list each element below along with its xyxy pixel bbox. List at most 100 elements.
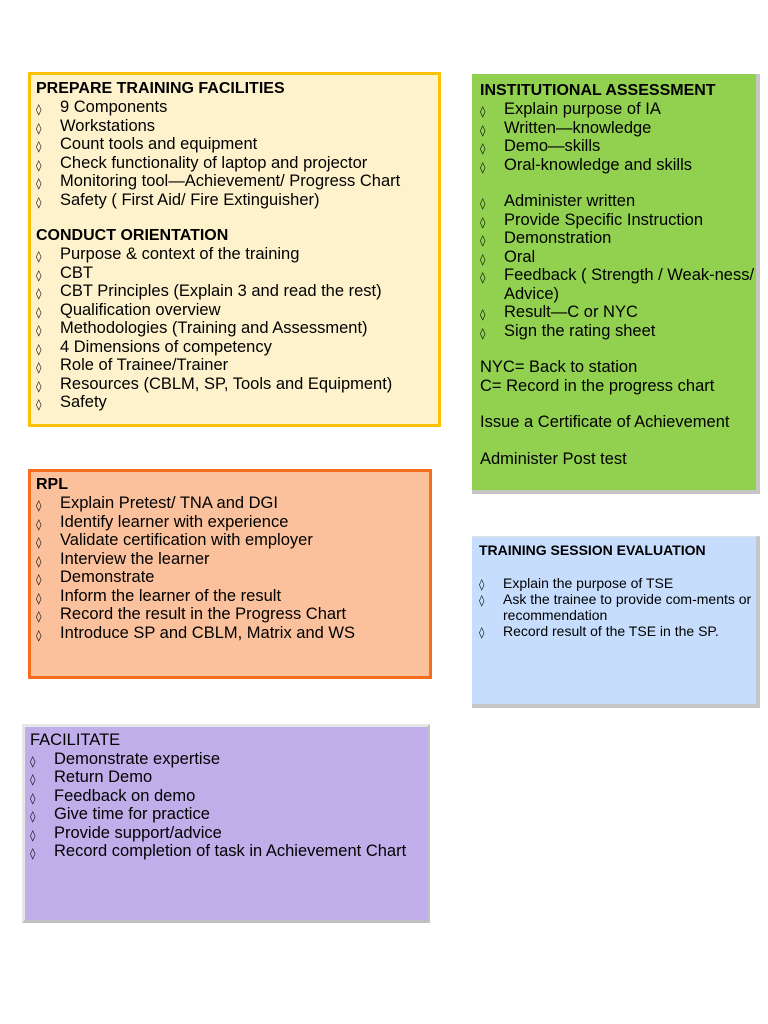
list-item-text: Give time for practice <box>54 805 210 823</box>
facilitate-list: ◊Demonstrate expertise◊Return Demo◊Feedb… <box>30 750 427 861</box>
list-item-text: Check functionality of laptop and projec… <box>60 153 368 172</box>
diamond-bullet-icon: ◊ <box>480 234 486 247</box>
diamond-bullet-icon: ◊ <box>30 810 36 823</box>
list-item: ◊ 4 Dimensions of competency <box>36 338 438 357</box>
list-item: ◊Demonstrate <box>36 568 429 587</box>
list-item: ◊ Provide support/advice <box>30 824 427 843</box>
list-item-text: Demo—skills <box>504 137 601 155</box>
diamond-bullet-icon: ◊ <box>480 142 486 155</box>
list-item: ◊Purpose & context of the training <box>36 245 438 264</box>
post-test-line: Administer Post test <box>480 449 627 468</box>
list-item-text: Monitoring tool—Achievement/ Progress Ch… <box>60 172 401 190</box>
certificate-line: Issue a Certificate of Achievement <box>480 413 730 431</box>
diamond-bullet-icon: ◊ <box>36 379 42 393</box>
list-item-text: Interview the learner <box>60 549 210 568</box>
diamond-bullet-icon: ◊ <box>36 591 42 605</box>
institutional-list-a: ◊Explain purpose of IA◊Written—knowledge… <box>480 100 756 174</box>
diamond-bullet-icon: ◊ <box>36 121 42 135</box>
list-item: ◊Feedback ( Strength / Weak-ness/ Advice… <box>480 266 756 303</box>
list-item-text: Count tools and equipment <box>60 135 258 153</box>
list-item-text: Provide support/advice <box>54 823 222 842</box>
list-item-text: Demonstrate <box>60 568 155 586</box>
list-item-text: Ask the trainee to provide com-ments or … <box>503 591 752 623</box>
diamond-bullet-icon: ◊ <box>479 626 485 639</box>
list-item-text: Resources (CBLM, SP, Tools and Equipment… <box>60 374 393 393</box>
prepare-orientation-box: PREPARE TRAINING FACILITIES ◊ 9 Component… <box>28 72 441 427</box>
list-item: ◊ Validate certification with employer <box>36 531 429 550</box>
tse-title: TRAINING SESSION EVALUATION <box>479 542 706 558</box>
list-item-text: Identify learner with experience <box>60 512 289 531</box>
list-item: ◊ Give time for practice <box>30 805 427 824</box>
diamond-bullet-icon: ◊ <box>36 499 42 512</box>
list-item-text: Demonstration <box>504 229 612 247</box>
diamond-bullet-icon: ◊ <box>36 195 42 209</box>
institutional-list-b: ◊Administer written◊Provide Specific Ins… <box>480 192 756 340</box>
list-item: ◊Introduce SP and CBLM, Matrix and WS <box>36 624 429 643</box>
diamond-bullet-icon: ◊ <box>480 197 486 210</box>
diamond-bullet-icon: ◊ <box>480 215 486 229</box>
list-item-text: Workstations <box>60 116 156 135</box>
list-item-text: Safety ( First Aid/ Fire Extinguisher) <box>60 190 320 209</box>
diamond-bullet-icon: ◊ <box>36 536 42 549</box>
c-line: C= Record in the progress chart <box>480 376 715 395</box>
list-item: ◊ Result—C or NYC <box>480 303 756 322</box>
list-item-text: Validate certification with employer <box>60 531 313 549</box>
diamond-bullet-icon: ◊ <box>479 594 485 607</box>
diamond-bullet-icon: ◊ <box>36 342 42 356</box>
diamond-bullet-icon: ◊ <box>36 517 42 531</box>
list-item-text: Feedback on demo <box>54 786 196 805</box>
diamond-bullet-icon: ◊ <box>30 828 36 842</box>
list-item: ◊Safety <box>36 393 438 412</box>
orientation-title: CONDUCT ORIENTATION <box>36 227 229 244</box>
facilitate-title: FACILITATE <box>30 731 121 749</box>
diamond-bullet-icon: ◊ <box>36 554 42 568</box>
list-item: ◊ Workstations <box>36 117 438 136</box>
list-item: ◊Monitoring tool—Achievement/ Progress C… <box>36 172 438 191</box>
prepare-title: PREPARE TRAINING FACILITIES <box>36 80 285 97</box>
diamond-bullet-icon: ◊ <box>30 754 36 768</box>
list-item: ◊ Demonstrate expertise <box>30 750 427 769</box>
list-item-text: Demonstrate expertise <box>54 749 220 768</box>
list-item: ◊ Administer written <box>480 192 756 211</box>
list-item-text: Record completion of task in Achievement… <box>54 842 407 860</box>
diamond-bullet-icon: ◊ <box>480 252 486 266</box>
list-item: ◊ Demo—skills <box>480 137 756 156</box>
list-item-text: Explain purpose of IA <box>504 100 661 118</box>
list-item: ◊ Role of Trainee/Trainer <box>36 356 438 375</box>
list-item: ◊ Identify learner with experience <box>36 513 429 532</box>
list-item: ◊ Sign the rating sheet <box>480 322 756 341</box>
diamond-bullet-icon: ◊ <box>36 140 42 153</box>
diamond-bullet-icon: ◊ <box>480 123 486 137</box>
diamond-bullet-icon: ◊ <box>480 326 486 340</box>
diamond-bullet-icon: ◊ <box>36 628 42 642</box>
list-item-text: Role of Trainee/Trainer <box>60 356 229 374</box>
rpl-box: RPL ◊Explain Pretest/ TNA and DGI◊Identi… <box>28 469 432 679</box>
diamond-bullet-icon: ◊ <box>36 305 42 319</box>
list-item-text: Record result of the TSE in the SP. <box>503 623 719 639</box>
facilitate-box: FACILITATE ◊ Demonstrate expertise◊Return… <box>22 724 430 923</box>
diamond-bullet-icon: ◊ <box>36 324 42 337</box>
list-item: ◊Record the result in the Progress Chart <box>36 605 429 624</box>
list-item-text: Explain the purpose of TSE <box>503 575 674 591</box>
institutional-title: INSTITUTIONAL ASSESSMENT <box>480 82 716 99</box>
list-item-text: Purpose & context of the training <box>60 245 300 263</box>
tse-list: ◊ Explain the purpose of TSE ◊ Ask the trai… <box>479 575 756 639</box>
list-item: ◊Return Demo <box>30 768 427 787</box>
nyc-line: NYC= Back to station <box>480 358 638 376</box>
list-item-text: 4 Dimensions of competency <box>60 337 272 356</box>
list-item-text: 9 Components <box>60 98 168 116</box>
diamond-bullet-icon: ◊ <box>36 361 42 374</box>
list-item-text: Written—knowledge <box>504 118 652 137</box>
list-item-text: Result—C or NYC <box>504 303 638 321</box>
list-item-text: CBT <box>60 263 93 282</box>
list-item: ◊CBT <box>36 264 438 283</box>
list-item-text: Sign the rating sheet <box>504 321 656 340</box>
list-item: ◊ Oral <box>480 248 756 267</box>
list-item: ◊ Safety ( First Aid/ Fire Extinguisher) <box>36 191 438 210</box>
diamond-bullet-icon: ◊ <box>480 160 486 174</box>
list-item: ◊Qualification overview <box>36 301 438 320</box>
diamond-bullet-icon: ◊ <box>480 308 486 321</box>
list-item-text: Administer written <box>504 192 636 210</box>
list-item: ◊Explain purpose of IA <box>480 100 756 119</box>
list-item-text: Oral <box>504 247 536 266</box>
